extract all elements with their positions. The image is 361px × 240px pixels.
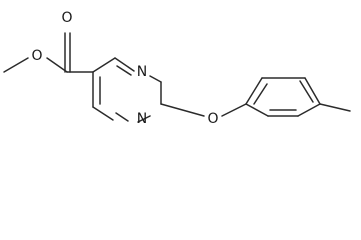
ring-nitrogen-top-label: N xyxy=(137,64,147,80)
ester-ether-oxygen-label: O xyxy=(31,48,42,64)
methyl-bond xyxy=(3,57,29,73)
aryl-bond-6 xyxy=(245,77,263,105)
aryl-ether-group xyxy=(160,103,247,117)
methyl-ester-group xyxy=(3,32,94,73)
ring-to-oxygen-bond xyxy=(160,103,205,117)
aryl-bond-4-inner xyxy=(299,80,314,103)
aryl-bond-1 xyxy=(245,103,269,117)
ring-bond-n1-c2 xyxy=(149,75,162,83)
aryl-bond-3 xyxy=(297,103,321,117)
pyrimidine-ring xyxy=(92,57,162,123)
aryl-bond-4 xyxy=(304,77,321,105)
ring-bond-c6-n1 xyxy=(114,57,135,72)
ring-bond-n3-c2-inner xyxy=(115,112,129,122)
ring-bond-c4-n3 xyxy=(92,106,114,121)
aryl-bond-6-inner xyxy=(253,83,268,105)
ring-bond-c5-c6 xyxy=(92,57,116,73)
benzene-ring xyxy=(245,77,321,117)
ring-nitrogen-bottom-label: N xyxy=(137,111,147,127)
aryl-methyl-bond xyxy=(319,103,351,112)
ring-bond-n3-c4 xyxy=(137,115,151,123)
oxygen-to-aryl-bond xyxy=(221,103,247,117)
carbonyl-oxygen-label: O xyxy=(61,10,72,26)
ester-o-bond xyxy=(46,57,68,73)
chemical-structure: O O N N O xyxy=(3,10,351,127)
aryl-ether-oxygen-label: O xyxy=(207,111,218,127)
ring-bond-c6-n1-inner xyxy=(116,65,132,76)
